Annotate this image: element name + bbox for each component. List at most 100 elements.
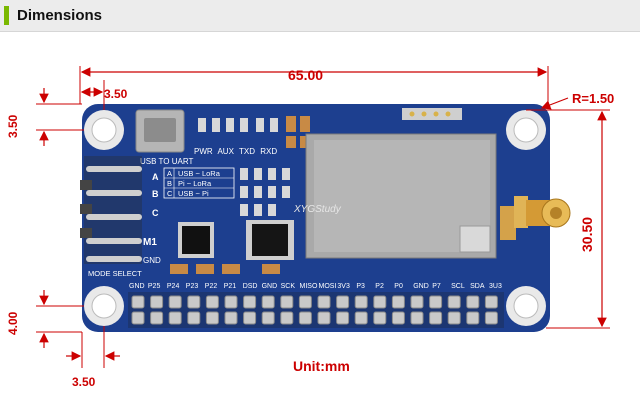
gpio-pin	[187, 311, 201, 325]
gpio-pin	[261, 311, 275, 325]
led-txd: TXD	[239, 147, 255, 156]
gpio-pin	[261, 295, 275, 309]
gpio-pin	[298, 295, 312, 309]
pin-label: P7	[432, 283, 441, 290]
section-title: Dimensions	[17, 7, 103, 24]
gpio-pin	[410, 295, 424, 309]
pin-label: MOSI	[319, 283, 337, 290]
gpio-pin	[447, 295, 461, 309]
mounting-hole-bottom-left	[84, 286, 124, 326]
gpio-pin	[280, 295, 294, 309]
capacitor-row	[286, 116, 310, 148]
hole-x-top-value: 3.50	[104, 87, 128, 101]
gpio-pin	[243, 295, 257, 309]
radius-leader	[540, 97, 569, 110]
usb-connector	[135, 109, 185, 153]
gpio-pin	[298, 311, 312, 325]
pin-label: P25	[148, 283, 161, 290]
gpio-pin	[429, 311, 443, 325]
gpio-pin	[150, 295, 164, 309]
gpio-pin	[150, 311, 164, 325]
lora-module	[305, 133, 497, 259]
gpio-pin	[336, 311, 350, 325]
pin-label: P22	[205, 283, 218, 290]
qfn-chip	[178, 222, 214, 258]
jumper-b: B	[152, 189, 159, 199]
jumper-a: A	[152, 172, 159, 182]
gpio-pin	[466, 295, 480, 309]
passive-components	[240, 168, 290, 216]
pin-label: P21	[224, 283, 237, 290]
mode-b-value: Pi ~ LoRa	[178, 179, 212, 188]
mode-select-label: MODE SELECT	[88, 269, 142, 278]
gpio-pin	[205, 295, 219, 309]
gpio-pin	[168, 295, 182, 309]
gpio-pin	[317, 295, 331, 309]
gpio-pin	[391, 311, 405, 325]
watermark: XYGStudy	[293, 204, 342, 215]
mode-c-value: USB ~ Pi	[178, 189, 209, 198]
pin-label: P2	[375, 283, 384, 290]
gpio-pin	[224, 311, 238, 325]
pin-label: GND	[262, 283, 278, 290]
pin-label: SCL	[451, 283, 465, 290]
gpio-pin	[336, 295, 350, 309]
gpio-pin	[168, 311, 182, 325]
gpio-pin	[280, 311, 294, 325]
mounting-hole-top-right	[506, 110, 546, 150]
radius-value: R=1.50	[572, 91, 614, 106]
jumper-letters: A B C	[152, 172, 159, 218]
led-aux: AUX	[217, 147, 234, 156]
gpio-pin	[429, 295, 443, 309]
gpio-pin	[354, 295, 368, 309]
gpio-pin	[484, 311, 498, 325]
unit-label: Unit:mm	[293, 358, 350, 374]
gpio-pin	[373, 295, 387, 309]
gpio-pin	[187, 295, 201, 309]
hole-y-top-value: 3.50	[6, 114, 20, 138]
gpio-pin	[484, 295, 498, 309]
capacitors-bottom	[170, 264, 280, 274]
width-value: 65.00	[288, 67, 323, 83]
section-header: Dimensions	[0, 0, 640, 32]
gpio-header-base	[128, 292, 504, 328]
pin-label: P3	[356, 283, 365, 290]
module-header-pins	[402, 108, 462, 120]
gpio-header	[128, 292, 504, 328]
header-accent-bar	[4, 6, 9, 25]
gpio-pin	[317, 311, 331, 325]
gpio-pin	[131, 295, 145, 309]
pin-label: SCK	[281, 283, 296, 290]
led-labels: PWR AUX TXD RXD	[194, 147, 277, 156]
mode-a-value: USB ~ LoRa	[178, 169, 221, 178]
led-rxd: RXD	[260, 147, 277, 156]
pin-label: P23	[186, 283, 199, 290]
gpio-pin	[205, 311, 219, 325]
jumper-headers	[80, 156, 142, 264]
mounting-hole-bottom-right	[506, 286, 546, 326]
pin-label: DSD	[243, 283, 258, 290]
smd-component-row	[198, 118, 278, 132]
mode-c-key: C	[167, 189, 173, 198]
hole-y-bottom-value: 4.00	[6, 311, 20, 335]
usb-to-uart-label: USB TO UART	[140, 157, 193, 166]
pin-label: 3U3	[489, 283, 502, 290]
gpio-pin	[373, 311, 387, 325]
gpio-pin	[243, 311, 257, 325]
mode-table: A USB ~ LoRa B Pi ~ LoRa C USB ~ Pi	[163, 167, 235, 199]
gpio-pin	[466, 311, 480, 325]
led-pwr: PWR	[194, 147, 213, 156]
pin-label: GND	[129, 283, 145, 290]
pin-label: 3V3	[337, 283, 350, 290]
gpio-pin	[447, 311, 461, 325]
pin-label: P0	[394, 283, 403, 290]
gpio-pin	[224, 295, 238, 309]
m1-label: M1	[143, 237, 157, 248]
pin-label: SDA	[470, 283, 485, 290]
pin-label: P24	[167, 283, 180, 290]
mode-a-key: A	[167, 169, 172, 178]
mode-b-key: B	[167, 179, 172, 188]
mounting-hole-top-left	[84, 110, 124, 150]
